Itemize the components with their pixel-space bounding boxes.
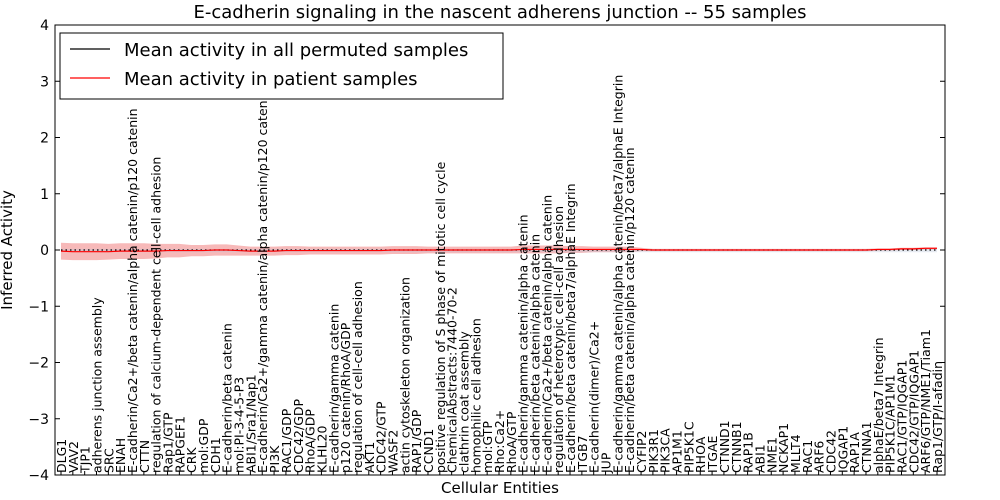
x-tick-label: actin cytoskeleton organization [397, 277, 412, 473]
x-tick-label: E-cadherin/Ca2+/beta catenin/alpha caten… [125, 108, 140, 473]
x-tick-label: CDH1 [208, 437, 223, 473]
x-tick-label: CDC42/GTP [374, 401, 389, 473]
x-tick-label: RAP1A [847, 432, 862, 473]
x-tick-label: RhoA/GDP [303, 409, 318, 473]
x-tick-label: RAP1B [741, 432, 756, 473]
x-tick-label: ENAH [113, 438, 128, 473]
x-tick-label: ITGB7 [575, 435, 590, 473]
x-tick-label: CRK [184, 447, 199, 473]
x-tick-label: E-cadherin/beta catenin/alpha catenin [528, 234, 543, 473]
x-tick-label: SRC [101, 448, 116, 473]
x-tick-label: mol:GDP [196, 418, 211, 473]
series-line-patient [60, 247, 937, 253]
x-tick-label: E-cadherin/gamma catenin/alpha catenin [516, 214, 531, 473]
x-tick-label: RAC1 [800, 440, 815, 473]
x-tick-label: E-cadherin/gamma catenin/alpha catenin/b… [610, 75, 625, 473]
x-tick-label: NME1 [764, 437, 779, 473]
x-tick-label: ABI1 [752, 444, 767, 473]
x-tick-label: PIP5K1C/AP1M1 [883, 374, 898, 473]
y-tick-label: 1 [40, 187, 49, 203]
series-lines [60, 247, 937, 253]
x-tick-label: AKT1 [362, 442, 377, 473]
x-tick-label: alphaE/beta7 Integrin [871, 337, 886, 473]
x-tick-label: RAPGEF1 [172, 416, 187, 473]
x-tick-label: CTNND1 [717, 420, 732, 473]
y-tick-label: 4 [40, 18, 49, 34]
x-tick-label: PIP5K1C [681, 421, 696, 473]
x-tick-label: RAC1/GTP/IQGAP1 [894, 360, 909, 473]
x-tick-label: ITGAE [705, 435, 720, 473]
x-tick-label: NCKAP1 [776, 423, 791, 473]
y-tick-label: −1 [28, 299, 49, 315]
y-tick-label: −3 [28, 412, 49, 428]
x-tick-label: CDC42 [823, 430, 838, 473]
x-tick-label: Rap1/GTP [161, 412, 176, 473]
x-tick-label: E-cadherin(dimer)/Ca2+ [587, 321, 602, 473]
x-tick-label: mol:GTP [480, 421, 495, 473]
legend: Mean activity in all permuted samples Me… [59, 32, 504, 100]
x-tick-label: IQGAP1 [835, 426, 850, 473]
y-tick-label: 0 [40, 243, 49, 259]
confidence-bands [61, 242, 937, 261]
x-tick-label: E-cadherin/beta catenin/alpha catenin/p1… [622, 147, 637, 473]
x-tick-label: E-cadherin/Ca2+/beta catenin/alpha caten… [539, 195, 554, 473]
x-tick-label: MLLT4 [788, 434, 803, 473]
y-tick-label: −4 [28, 468, 49, 484]
x-tick-label: TJP1 [78, 446, 93, 474]
x-tick-label: CYFIP2 [634, 430, 649, 473]
y-tick-label: 3 [40, 74, 49, 90]
x-tick-label: positive regulation of S phase of mitoti… [433, 161, 448, 473]
x-tick-label: JUP [599, 452, 614, 474]
x-tick-label: RAP1/GDP [409, 409, 424, 473]
x-tick-label: WASF2 [385, 430, 400, 473]
plot-frame [54, 24, 946, 476]
x-tick-label: RhoA/GTP [504, 411, 519, 473]
x-tick-label: RAC1/GDP [279, 408, 294, 473]
x-tick-label: Rho:Ca2+ [492, 410, 507, 473]
x-tick-label: PIK3R1 [646, 429, 661, 473]
x-tick-label: Rap1/GTP/I-afadin [930, 361, 945, 473]
legend-box [59, 32, 504, 100]
x-tick-label: CDC42/GTP/IQGAP1 [906, 350, 921, 473]
x-tick-label: clathrin coat assembly [456, 331, 471, 473]
x-tick-label: RHOA [693, 436, 708, 473]
x-tick-label: ChemicalAbstracts:7440-70-2 [445, 287, 460, 473]
x-tick-label: CCND1 [421, 429, 436, 473]
x-tick-label: E-cadherin/beta catenin [220, 323, 235, 473]
x-tick-label: KLHL20 [314, 426, 329, 473]
x-tick-label: VAV2 [66, 441, 81, 473]
x-tick-label: CTNNB1 [729, 421, 744, 473]
x-tick-label: CDC42/GDP [291, 398, 306, 473]
x-tick-label: p120 catenin/RhoA/GDP [338, 322, 353, 473]
x-tick-label: E-cadherin/Ca2+/gamma catenin/alpha cate… [255, 89, 270, 473]
patient-activity-band [61, 242, 937, 261]
x-tick-label: E-cadherin/beta catenin/beta7/alphaE Int… [563, 183, 578, 473]
x-axis-label: Cellular Entities [441, 479, 559, 497]
x-tick-label: regulation of heterotypic cell-cell adhe… [551, 206, 566, 473]
x-tick-label: PIK3CA [658, 428, 673, 473]
x-tick-label: regulation of cell-cell adhesion [350, 281, 365, 473]
y-axis-label: Inferred Activity [0, 190, 16, 310]
x-tick-label: adherens junction assembly [90, 297, 105, 473]
x-tick-label: CTNNA1 [859, 421, 874, 473]
x-tick-label: mol:PI-3-4-5-P3 [232, 377, 247, 473]
x-tick-label: regulation of calcium-dependent cell-cel… [149, 157, 164, 473]
x-tick-label: AP1M1 [670, 430, 685, 473]
legend-label-patient: Mean activity in patient samples [124, 69, 418, 90]
legend-label-permuted: Mean activity in all permuted samples [124, 40, 468, 61]
x-tick-label: DLG1 [54, 439, 69, 473]
x-tick-label: E-cadherin/gamma catenin [326, 304, 341, 473]
x-tick-label: ABI1/Sra1/Nap1 [243, 374, 258, 473]
y-axis-ticks: −4 −3 −2 −1 0 1 2 3 4 [28, 18, 945, 484]
x-tick-label: ARF6/GTP/NME1/Tiam1 [918, 329, 933, 473]
x-tick-label: PI3K [267, 445, 282, 473]
x-tick-label: CTTN [137, 440, 152, 473]
x-tick-label: ARF6 [812, 441, 827, 473]
chart-title: E-cadherin signaling in the nascent adhe… [193, 2, 806, 23]
x-tick-label: homophilic cell adhesion [468, 318, 483, 473]
y-tick-label: 2 [40, 131, 49, 147]
y-tick-label: −2 [28, 356, 49, 372]
